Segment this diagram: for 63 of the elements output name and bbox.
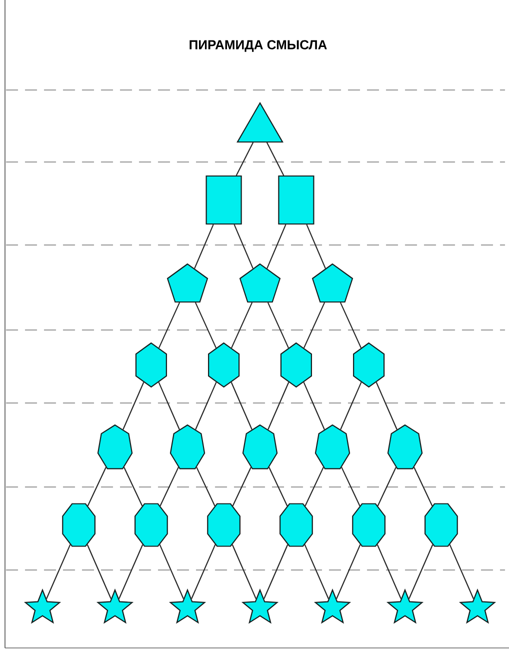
connector-line	[196, 466, 216, 506]
octagon-shape	[207, 503, 240, 547]
connector-line	[234, 224, 254, 269]
connector-line	[194, 302, 217, 348]
title: ПИРАМИДА СМЫСЛА	[190, 40, 327, 52]
connector-line	[87, 466, 106, 506]
connector-line	[159, 544, 184, 599]
connector-line	[118, 544, 144, 599]
connector-line	[232, 466, 252, 506]
pentagon-shape	[239, 263, 281, 303]
octagon-shape	[280, 503, 313, 547]
octagon-shape	[62, 503, 96, 547]
square-shape	[278, 175, 314, 225]
heptagon-shape	[387, 424, 423, 470]
connector-line	[268, 382, 290, 430]
hexagon-shape	[280, 342, 312, 388]
connector-line	[195, 382, 217, 430]
connector-line	[124, 466, 143, 506]
connector-line	[340, 302, 362, 348]
connector-line	[236, 142, 254, 176]
connector-line	[376, 382, 398, 430]
connector-line	[86, 544, 112, 599]
connector-line	[377, 466, 396, 506]
connector-line	[194, 224, 214, 269]
heptagon-shape	[242, 424, 278, 470]
heptagon-shape	[97, 424, 133, 470]
hexagon-shape	[353, 342, 385, 388]
connector-line	[232, 544, 256, 599]
connector-line	[340, 382, 362, 430]
connector-line	[266, 224, 286, 269]
connector-line	[231, 302, 253, 348]
connector-line	[268, 466, 288, 506]
connector-line	[414, 466, 433, 506]
connector-line	[266, 142, 284, 176]
connector-line	[304, 544, 329, 599]
connector-line	[230, 382, 252, 430]
connector-line	[306, 224, 326, 269]
heptagon-shape	[314, 424, 350, 470]
connector-line	[341, 466, 360, 506]
connector-line	[122, 382, 144, 430]
connector-line	[264, 544, 288, 599]
connector-line	[46, 544, 71, 599]
connector-line	[267, 302, 289, 348]
hexagon-shape	[135, 342, 167, 388]
connector-line	[336, 544, 361, 599]
connector-line	[160, 466, 179, 506]
square-shape	[206, 175, 242, 225]
connector-line	[191, 544, 216, 599]
connector-line	[376, 544, 402, 599]
connector-line	[158, 302, 180, 348]
pentagon-shape	[166, 263, 208, 303]
connector-line	[408, 544, 434, 599]
connector-line	[158, 382, 180, 430]
connector-line	[303, 302, 326, 348]
connector-line	[304, 466, 324, 506]
octagon-shape	[424, 503, 458, 547]
octagon-shape	[134, 503, 168, 547]
connector-line	[303, 382, 325, 430]
heptagon-shape	[170, 424, 206, 470]
octagon-shape	[352, 503, 386, 547]
pentagon-shape	[312, 263, 354, 303]
connector-line	[449, 544, 474, 599]
hexagon-shape	[208, 342, 240, 388]
